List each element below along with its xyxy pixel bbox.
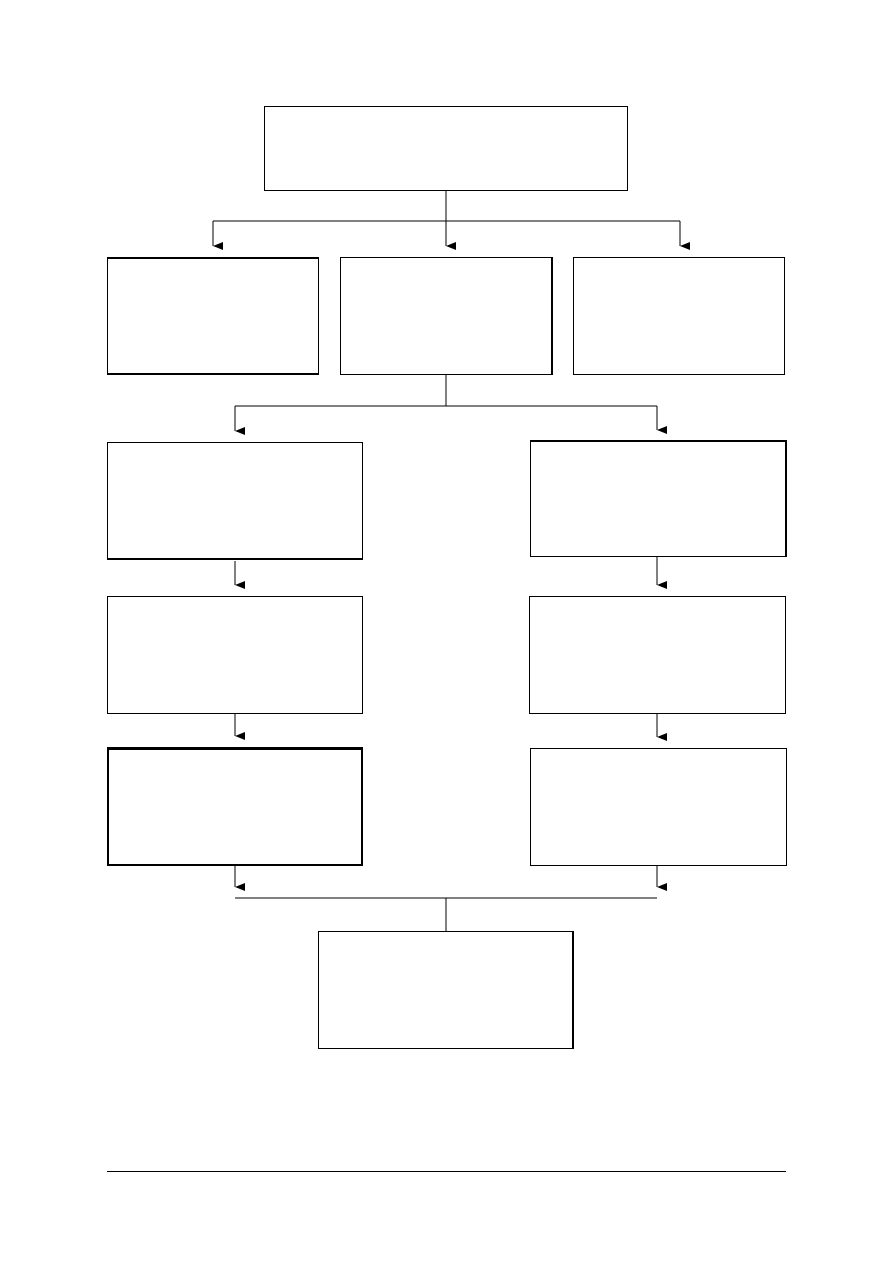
node-result [318, 931, 574, 1049]
node-branch-right [573, 257, 785, 375]
node-left-step-1 [107, 442, 363, 560]
node-left-step-2 [107, 596, 363, 714]
node-right-step-3 [530, 748, 787, 866]
node-branch-center [340, 257, 553, 375]
node-root [264, 106, 628, 191]
node-right-step-1 [530, 440, 787, 557]
node-left-step-3 [107, 747, 363, 866]
page-footer-rule [107, 1171, 786, 1172]
node-branch-left [107, 257, 319, 375]
node-right-step-2 [529, 596, 786, 714]
